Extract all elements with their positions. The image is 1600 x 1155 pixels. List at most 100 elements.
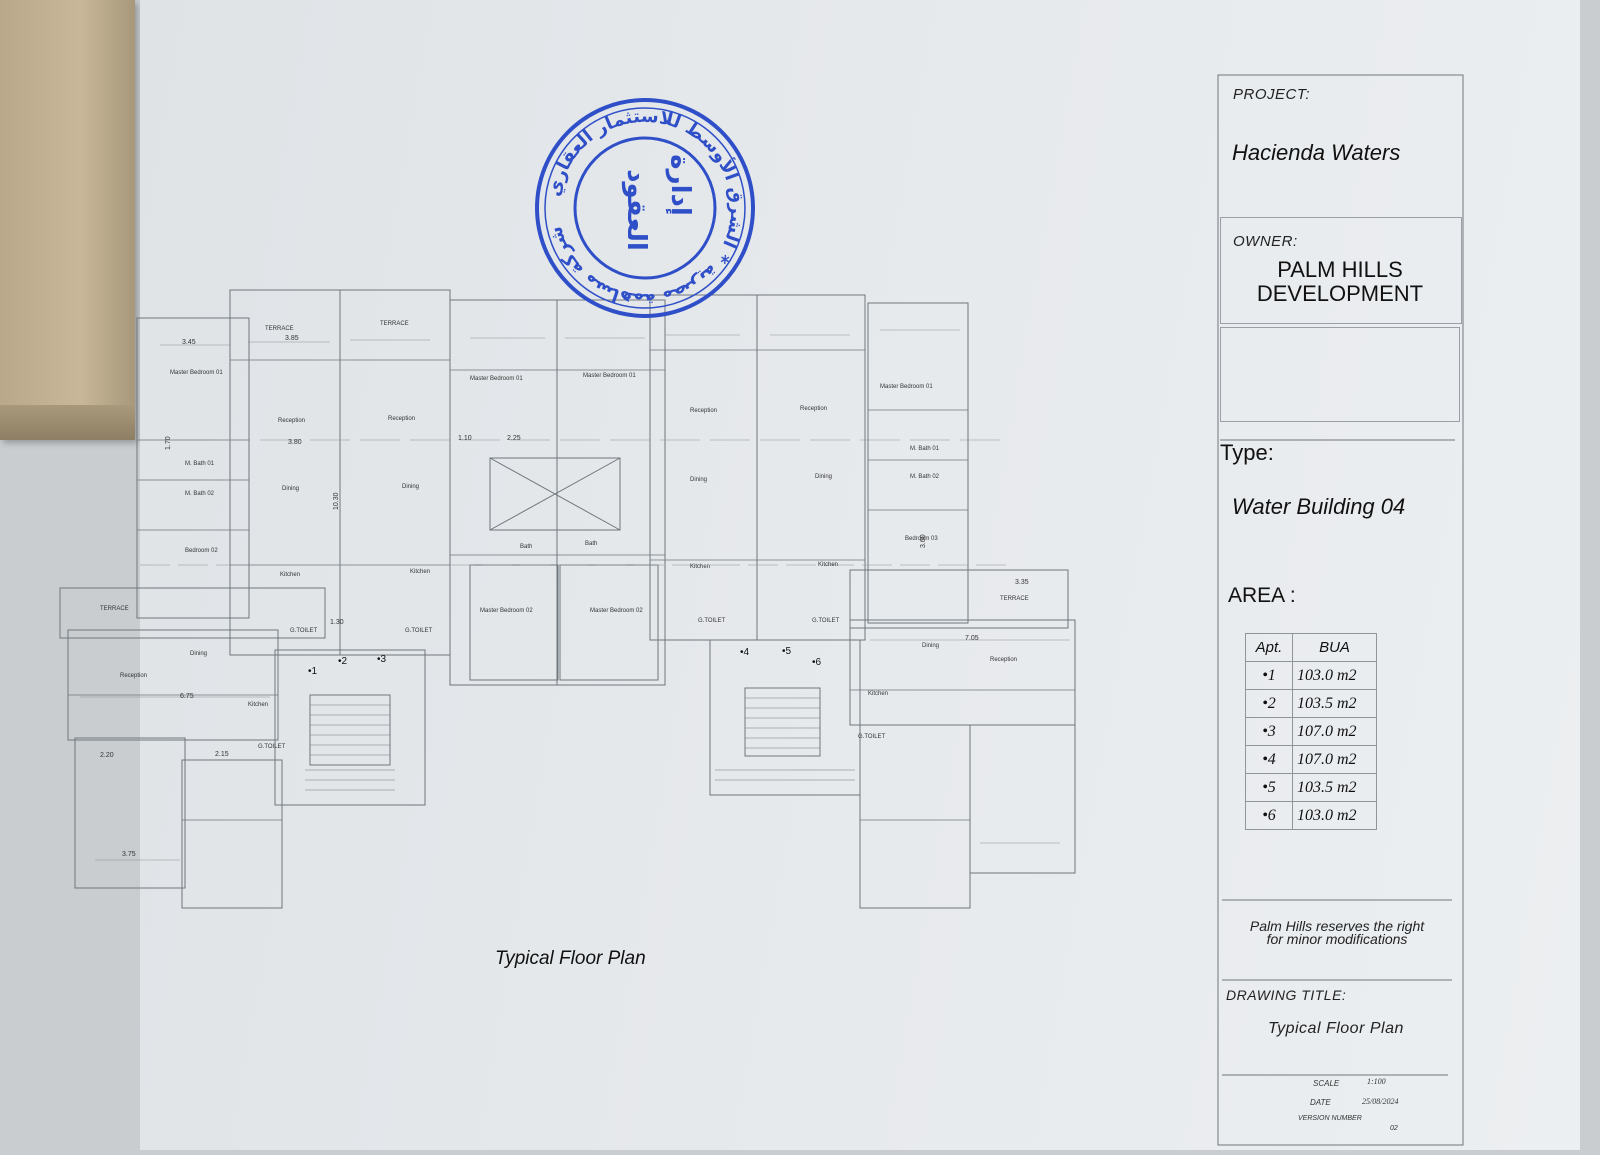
dimension-label: 2.15 (215, 751, 229, 758)
apt-number: •2 (1245, 689, 1293, 718)
apt-number: •6 (1245, 801, 1293, 830)
room-label-master-bedroom: Master Bedroom 01 (880, 384, 933, 390)
room-label-kitchen: Kitchen (690, 564, 710, 570)
room-label-master-bedroom: Master Bedroom 02 (590, 608, 643, 614)
cardboard-edge (0, 0, 135, 440)
room-label-toilet: G.TOILET (812, 618, 840, 624)
apartment-marker-1: •1 (308, 666, 318, 677)
apartment-marker-4: •4 (740, 647, 750, 658)
dimension-label: 7.05 (965, 635, 979, 642)
note-line2: for minor modifications (1266, 931, 1408, 947)
dimension-label: 1.10 (458, 435, 472, 442)
terrace-label: TERRACE (380, 321, 409, 327)
type-value: Water Building 04 (1232, 494, 1406, 519)
room-label-reception: Reception (990, 657, 1017, 663)
room-label-bath: Bath (585, 541, 597, 547)
room-label-toilet: G.TOILET (258, 744, 286, 750)
note-line1: Palm Hills reserves the right (1249, 918, 1425, 934)
room-label-bath: M. Bath 01 (185, 461, 215, 467)
room-label-bath: M. Bath 01 (910, 446, 940, 452)
version-label: VERSION NUMBER (1298, 1115, 1362, 1122)
dimension-label: 10.30 (333, 492, 340, 510)
apt-number: •4 (1245, 745, 1293, 774)
room-label-toilet: G.TOILET (405, 628, 433, 634)
room-label-master-bedroom: Master Bedroom 01 (170, 370, 223, 376)
room-label-toilet: G.TOILET (858, 734, 886, 740)
date-value: 25/08/2024 (1362, 1097, 1399, 1106)
room-label-reception: Reception (278, 418, 305, 424)
wing-right-upper (867, 302, 969, 624)
dimension-label: 6.75 (180, 693, 194, 700)
terrace-label: TERRACE (265, 326, 294, 332)
dimension-label: 3.85 (285, 335, 299, 342)
project-label: PROJECT: (1233, 86, 1311, 103)
room-label-master-bedroom: Master Bedroom 01 (583, 373, 636, 379)
dimension-label: 2.20 (100, 752, 114, 759)
room-label-kitchen: Kitchen (248, 702, 268, 708)
area-col-apt: Apt. (1245, 633, 1293, 662)
bua-value: 107.0 m2 (1292, 745, 1377, 774)
dimension-label: 3.80 (288, 439, 302, 446)
dimension-label: 3.75 (122, 851, 136, 858)
room-label-kitchen: Kitchen (280, 572, 300, 578)
terrace-label: TERRACE (1000, 596, 1029, 602)
apartment-marker-3: •3 (377, 654, 387, 665)
owner-line1: PALM HILLS (1277, 257, 1403, 282)
drawing-title-value: Typical Floor Plan (1268, 1020, 1404, 1037)
apt-1-reception (67, 629, 279, 741)
apartment-marker-6: •6 (812, 657, 822, 668)
date-label: DATE (1310, 1098, 1331, 1107)
bua-value: 107.0 m2 (1292, 717, 1377, 746)
room-label-kitchen: Kitchen (868, 691, 888, 697)
plan-title: Typical Floor Plan (495, 948, 646, 969)
room-label-dining: Dining (922, 643, 939, 649)
dimension-label: 2.25 (507, 435, 521, 442)
stamp-center-line2: العقود (621, 169, 651, 251)
area-label: AREA : (1228, 584, 1296, 607)
owner-label: OWNER: (1233, 233, 1298, 250)
stamp-center-line1: إدارة (665, 154, 695, 215)
logo-box (1220, 327, 1460, 422)
dimension-label: 3.35 (1015, 579, 1029, 586)
bua-value: 103.5 m2 (1292, 773, 1377, 802)
room-label-dining: Dining (402, 484, 419, 490)
owner-name: PALM HILLS DEVELOPMENT (1230, 258, 1450, 306)
room-label-kitchen: Kitchen (818, 562, 838, 568)
scale-label: SCALE (1313, 1079, 1340, 1088)
dimension-label: 1.70 (165, 436, 172, 450)
wing-left-upper (136, 317, 250, 619)
room-label-dining: Dining (690, 477, 707, 483)
room-label-master-bedroom: Master Bedroom 01 (470, 376, 523, 382)
room-label-bath: Bath (520, 544, 532, 550)
room-label-bath: M. Bath 02 (910, 474, 940, 480)
room-label-toilet: G.TOILET (290, 628, 318, 634)
room-label-bedroom: Bedroom 02 (185, 548, 218, 554)
room-label-bedroom: Bedroom 03 (905, 536, 938, 542)
version-value: 02 (1390, 1125, 1398, 1132)
terrace-label: TERRACE (100, 606, 129, 612)
room-label-dining: Dining (190, 651, 207, 657)
disclaimer-note: Palm Hills reserves the right for minor … (1222, 918, 1452, 947)
apt-6-reception (849, 619, 1076, 726)
apartment-marker-5: •5 (782, 646, 792, 657)
room-label-reception: Reception (800, 406, 827, 412)
stair-core-left (274, 649, 426, 806)
dimension-label: 1.30 (330, 619, 344, 626)
paper-sheet (140, 0, 1580, 1150)
room-label-dining: Dining (282, 486, 299, 492)
dimension-label: 3.45 (182, 339, 196, 346)
void-shaft (489, 457, 621, 531)
room-label-dining: Dining (815, 474, 832, 480)
area-col-bua: BUA (1292, 633, 1377, 662)
room-label-bath: M. Bath 02 (185, 491, 215, 497)
title-block-frame (1217, 74, 1464, 1146)
room-label-master-bedroom: Master Bedroom 02 (480, 608, 533, 614)
bua-value: 103.0 m2 (1292, 661, 1377, 690)
